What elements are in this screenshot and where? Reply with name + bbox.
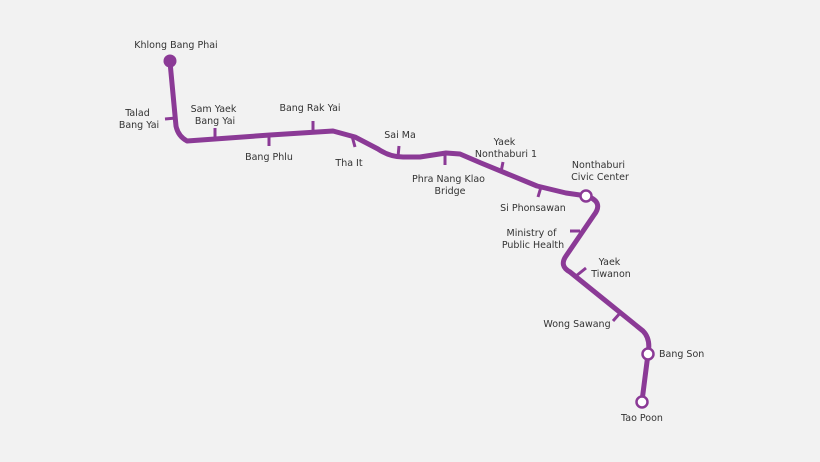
station-nodes — [163, 54, 655, 409]
label-tha-it: Tha It — [334, 158, 362, 169]
label-line: Sam Yaek — [191, 104, 237, 115]
label-line: Public Health — [502, 240, 564, 251]
label-yaek-nonthaburi-1: Yaek Nonthaburi 1 — [475, 137, 537, 160]
label-line: Tao Poon — [620, 413, 663, 424]
label-line: Ministry of — [507, 228, 558, 239]
label-tao-poon: Tao Poon — [620, 413, 663, 424]
label-line: Phra Nang Klao — [412, 174, 485, 185]
label-line: Yaek — [493, 137, 516, 148]
label-bang-phlu: Bang Phlu — [245, 152, 293, 163]
label-line: Bang Phlu — [245, 152, 293, 163]
tick-tha-it — [350, 135, 357, 148]
label-line: Yaek — [598, 257, 621, 268]
label-si-phonsawan: Si Phonsawan — [500, 203, 566, 214]
label-line: Talad — [124, 108, 150, 119]
label-bang-son: Bang Son — [659, 349, 704, 360]
tick-talad-bang-yai — [164, 116, 177, 121]
terminus-khlong-bang-phai — [163, 54, 177, 68]
tick-sai-ma — [396, 145, 401, 158]
label-line: Nonthaburi 1 — [475, 149, 537, 160]
label-line: Bridge — [435, 186, 466, 197]
label-line: Bang Yai — [119, 120, 159, 131]
label-line: Si Phonsawan — [500, 203, 566, 214]
label-line: Nonthaburi — [572, 160, 625, 171]
label-khlong-bang-phai: Khlong Bang Phai — [134, 40, 217, 51]
label-nonthaburi-civic-center: Nonthaburi Civic Center — [571, 160, 629, 183]
label-ministry-of-public-health: Ministry of Public Health — [502, 228, 564, 251]
station-ticks — [164, 116, 623, 322]
interchange-tao-poon — [635, 395, 649, 409]
label-yaek-tiwanon: Yaek Tiwanon — [590, 257, 631, 280]
tick-wong-sawang — [611, 311, 623, 322]
label-line: Tiwanon — [590, 269, 631, 280]
label-phra-nang-klao-bridge: Phra Nang Klao Bridge — [412, 174, 488, 197]
tick-yaek-nonthaburi-1 — [499, 161, 505, 173]
label-sai-ma: Sai Ma — [384, 130, 416, 141]
label-line: Bang Yai — [195, 116, 235, 127]
label-sam-yaek-bang-yai: Sam Yaek Bang Yai — [191, 104, 240, 127]
interchange-nonthaburi-civic-center — [579, 189, 593, 203]
label-bang-rak-yai: Bang Rak Yai — [279, 103, 340, 114]
label-line: Tha It — [334, 158, 362, 169]
label-line: Bang Rak Yai — [279, 103, 340, 114]
interchange-bang-son — [641, 347, 655, 361]
label-wong-sawang: Wong Sawang — [543, 319, 610, 330]
station-labels: Khlong Bang Phai Talad Bang Yai Sam Yaek… — [119, 40, 704, 424]
label-line: Bang Son — [659, 349, 704, 360]
label-line: Sai Ma — [384, 130, 416, 141]
label-line: Khlong Bang Phai — [134, 40, 217, 51]
label-line: Civic Center — [571, 172, 629, 183]
tick-si-phonsawan — [536, 186, 543, 198]
label-talad-bang-yai: Talad Bang Yai — [119, 108, 159, 131]
tick-yaek-tiwanon — [575, 266, 587, 278]
label-line: Wong Sawang — [543, 319, 610, 330]
